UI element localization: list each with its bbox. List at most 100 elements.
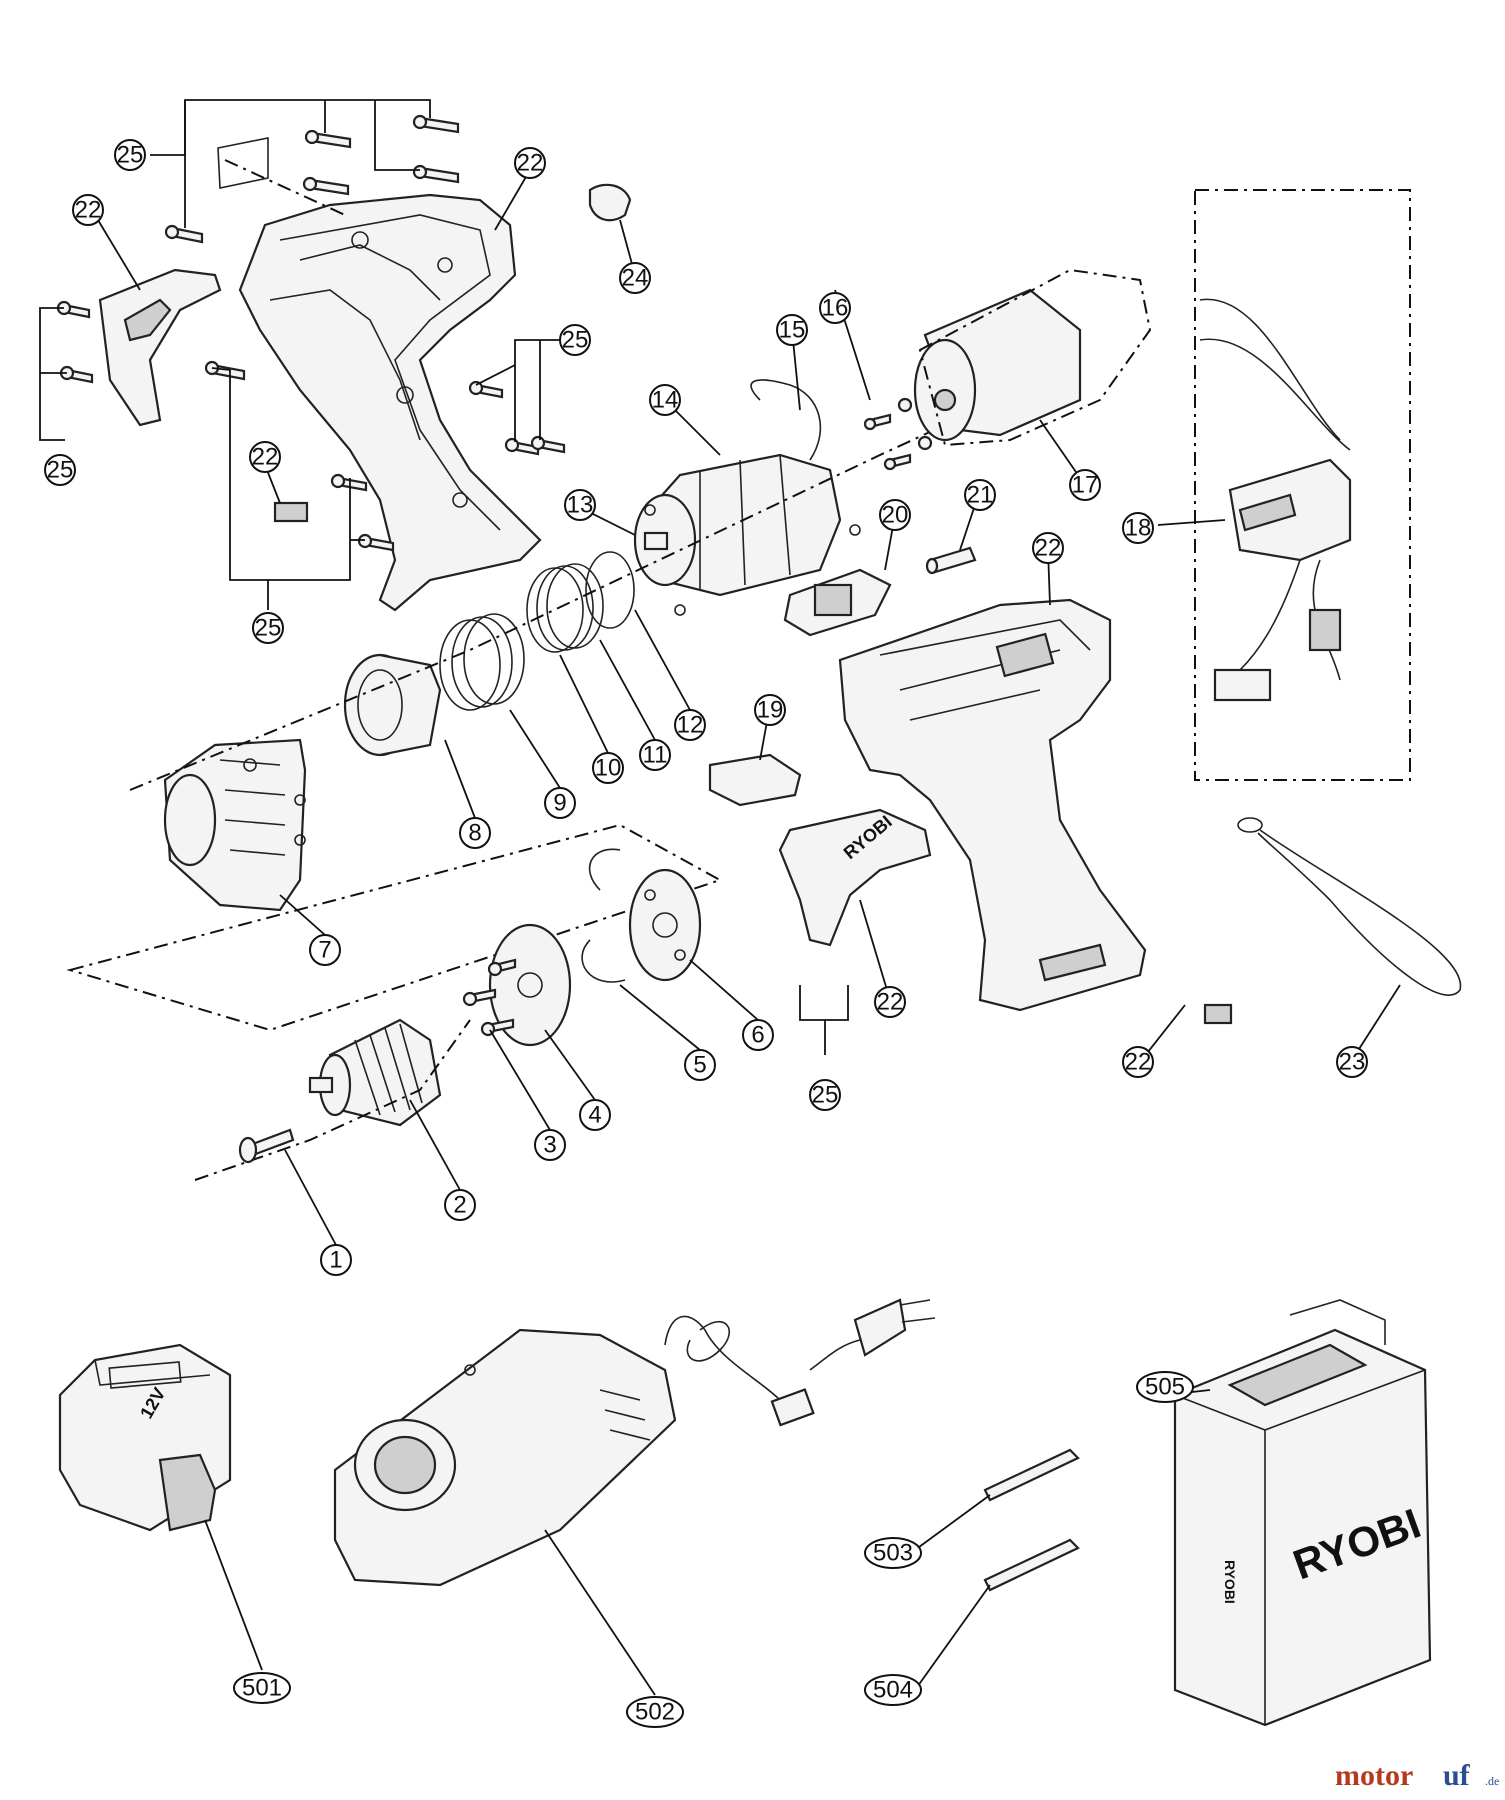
callout-8: 8 [459,817,491,849]
callout-22-clip: 22 [249,441,281,473]
leaders-accessories [204,1389,1211,1696]
pin [925,546,977,575]
spring-rings [439,551,635,711]
callout-3: 3 [534,1129,566,1161]
svg-text:3: 3 [543,1132,556,1159]
mounting-plate [488,923,572,1047]
cap [588,183,632,222]
callout-14: 14 [649,384,681,416]
svg-text:2: 2 [453,1192,466,1219]
callout-25-top: 25 [114,139,146,171]
svg-text:16: 16 [822,295,849,322]
callout-7: 7 [309,934,341,966]
clutch-ring [343,653,442,757]
callout-2: 2 [444,1189,476,1221]
trigger-switch [1194,189,1411,781]
side-cover [98,268,222,427]
battery-pack: 12V [58,1343,232,1532]
svg-text:25: 25 [562,327,589,354]
callout-25-right: 25 [559,324,591,356]
svg-text:19: 19 [757,697,784,724]
svg-text:22: 22 [252,444,279,471]
label-plate [217,137,269,189]
svg-text:18: 18 [1125,515,1152,542]
callout-22-grip-cover: 22 [874,986,906,1018]
watermark-part1: motor [1335,1759,1413,1792]
svg-text:25: 25 [47,457,74,484]
callout-18: 18 [1122,512,1154,544]
svg-text:24: 24 [622,265,649,292]
callout-1: 1 [320,1244,352,1276]
callout-503: 503 [864,1537,922,1569]
motor [913,268,1152,447]
chuck-screw [238,1128,295,1164]
callout-19: 19 [754,694,786,726]
callout-21: 21 [964,479,996,511]
callout-11: 11 [639,739,671,771]
callout-17: 17 [1069,469,1101,501]
chuck-group-frame [66,823,723,1032]
callout-9: 9 [544,787,576,819]
keyless-chuck [308,1018,442,1127]
callout-24: 24 [619,262,651,294]
watermark-suffix: .de [1485,1774,1499,1788]
svg-text:15: 15 [779,317,806,344]
svg-text:25: 25 [812,1082,839,1109]
label-guide-line [224,159,346,216]
plate-screws [462,958,517,1037]
callout-20: 20 [879,499,911,531]
callout-4: 4 [579,1099,611,1131]
callout-12: 12 [674,709,706,741]
svg-text:10: 10 [595,755,622,782]
callout-504: 504 [864,1674,922,1706]
callout-501: 501 [233,1672,291,1704]
svg-text:8: 8 [468,820,481,847]
svg-text:22: 22 [1035,535,1062,562]
right-housing-half [838,598,1147,1012]
svg-text:1: 1 [329,1247,342,1274]
gear-housing-front [163,738,307,912]
axis-line-main [129,394,1011,791]
svg-text:503: 503 [873,1540,913,1567]
svg-text:22: 22 [75,197,102,224]
carry-case: RYOBI RYOBI [1173,1299,1432,1727]
svg-text:22: 22 [517,150,544,177]
svg-text:14: 14 [652,387,679,414]
retaining-clip-lower [581,939,626,983]
motor-screws [863,397,933,471]
callout-22-side-cover: 22 [72,194,104,226]
svg-text:12: 12 [677,712,704,739]
svg-text:11: 11 [643,742,668,769]
svg-text:17: 17 [1072,472,1099,499]
svg-text:22: 22 [877,989,904,1016]
callout-505: 505 [1136,1371,1194,1403]
svg-text:7: 7 [318,937,331,964]
grip-cover: RYOBI [778,808,932,947]
bearing-plate [628,868,702,982]
callout-25-bottom: 25 [809,1079,841,1111]
svg-text:25: 25 [255,615,282,642]
direction-switch [783,568,892,637]
svg-text:22: 22 [1125,1049,1152,1076]
watermark: motor uf .de [1335,1759,1499,1792]
callout-25-housing: 25 [252,612,284,644]
case-side-brand: RYOBI [1222,1560,1238,1604]
svg-text:504: 504 [873,1677,913,1704]
watermark-part2: uf [1443,1759,1471,1792]
svg-text:505: 505 [1145,1374,1185,1401]
small-clip-left [273,501,309,523]
svg-text:13: 13 [567,492,594,519]
side-cover-insert [123,298,172,342]
svg-text:5: 5 [693,1052,706,1079]
callout-10: 10 [592,752,624,784]
svg-text:6: 6 [751,1022,764,1049]
left-housing-half [238,193,542,612]
svg-text:9: 9 [553,790,566,817]
leaders-screws [39,99,849,1055]
callout-23: 23 [1336,1046,1368,1078]
callout-502: 502 [626,1696,684,1728]
callout-22-small-clip: 22 [1122,1046,1154,1078]
lock-switch [708,753,802,807]
power-cord-plug [664,1298,936,1427]
